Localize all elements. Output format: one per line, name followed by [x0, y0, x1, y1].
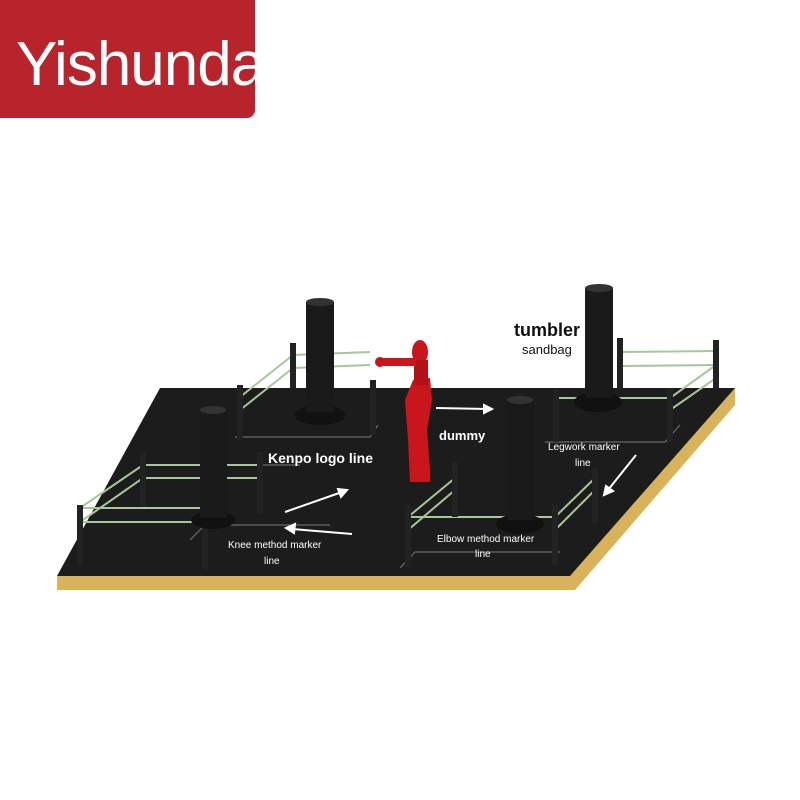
bag-front-right	[496, 396, 544, 534]
bag-front-left	[191, 406, 235, 529]
sandbag-label: sandbag	[522, 342, 572, 357]
brand-logo: Yishunda	[16, 30, 255, 99]
elbow-label-2: line	[475, 549, 491, 560]
direction-arrows	[283, 403, 637, 535]
legwork-label-1: Legwork marker	[548, 442, 620, 453]
kenpo-label: Kenpo logo line	[268, 450, 373, 466]
legwork-label-2: line	[575, 458, 591, 469]
ring-front-left	[77, 452, 263, 570]
mat-surface	[57, 388, 735, 576]
brand-banner: Yishunda	[0, 0, 255, 118]
bag-back-left	[295, 298, 345, 425]
dummy-label: dummy	[439, 428, 486, 443]
knee-label-1: Knee method marker	[228, 540, 322, 551]
tumbler-label: tumbler	[514, 320, 581, 340]
tumbler-bag	[574, 284, 622, 412]
red-dummy	[375, 340, 432, 482]
elbow-label-1: Elbow method marker	[437, 534, 535, 545]
knee-label-2: line	[264, 556, 280, 567]
